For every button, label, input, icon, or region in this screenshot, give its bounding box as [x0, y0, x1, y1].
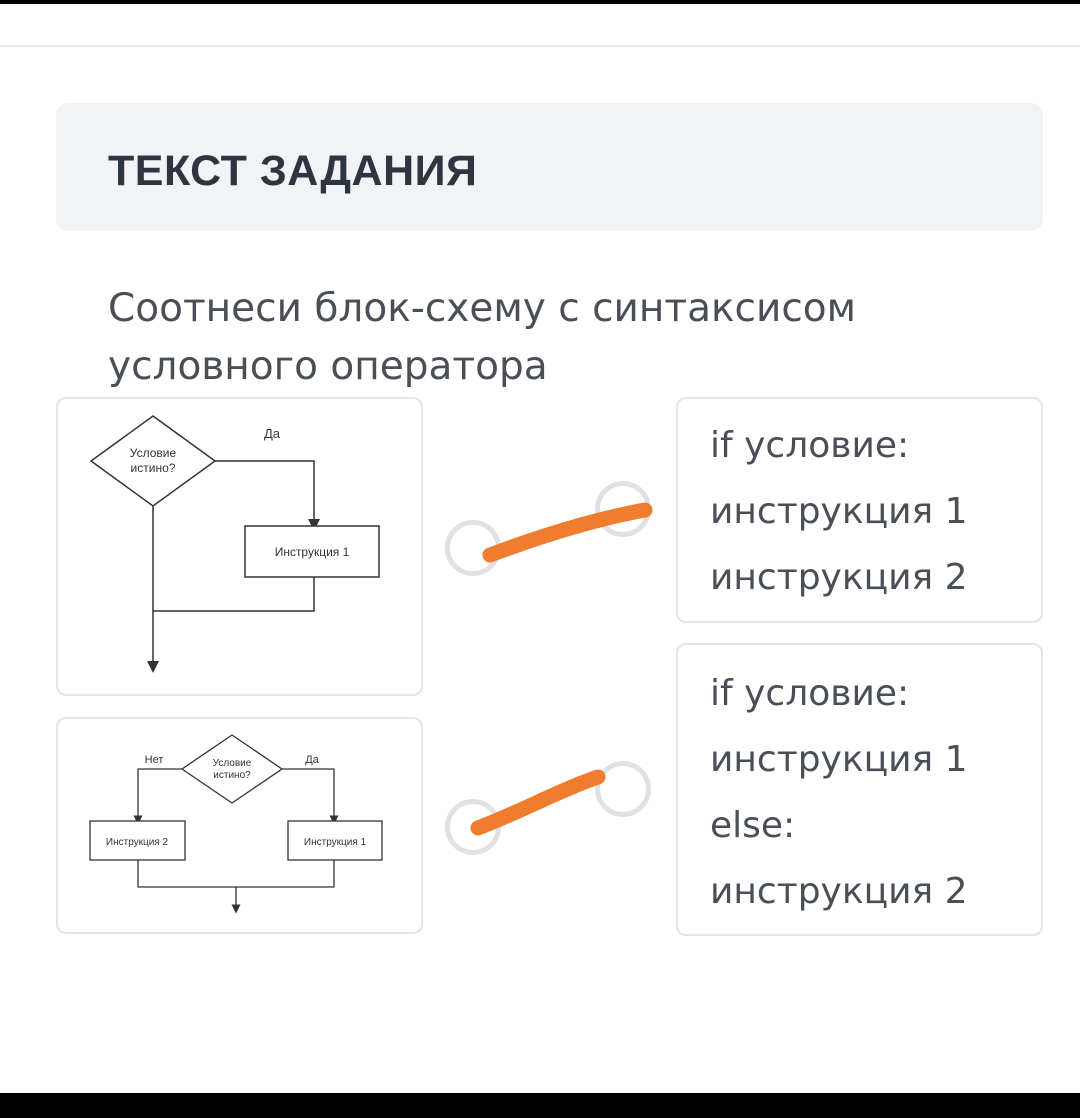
- right-connector-1[interactable]: [595, 481, 651, 537]
- top-status-bar: [0, 0, 1080, 4]
- fc2-instruction1-box: [287, 820, 383, 861]
- answer-2-line-2: инструкция 1: [710, 739, 968, 780]
- task-header: ТЕКСТ ЗАДАНИЯ: [56, 103, 1043, 231]
- flowchart-if-diagram: Условие истино? Да Инструкция 1: [89, 415, 380, 673]
- fc2-condition-line1: Условие: [213, 758, 252, 769]
- fc2-condition-diamond: [180, 734, 284, 804]
- fc2-yes-label: Да: [305, 754, 319, 766]
- answer-card-2[interactable]: if условие: инструкция 1 else: инструкци…: [676, 643, 1043, 936]
- answer-1-line-3: инструкция 2: [710, 557, 968, 598]
- answer-1-line-2: инструкция 1: [710, 491, 968, 532]
- answer-1-line-1: if условие:: [710, 425, 910, 466]
- task-header-title: ТЕКСТ ЗАДАНИЯ: [108, 147, 478, 195]
- left-connector-1[interactable]: [445, 520, 501, 576]
- fc1-instruction-box: [244, 525, 380, 578]
- answer-2-line-4: инструкция 2: [710, 871, 968, 912]
- fc2-instruction2-box: [89, 820, 186, 861]
- fc2-merge-line: [137, 860, 335, 888]
- question-text: Соотнеси блок-схему с синтаксисом условн…: [108, 286, 857, 389]
- fc1-condition-line1: Условие: [130, 446, 177, 460]
- fc1-instruction-label: Инструкция 1: [275, 545, 350, 559]
- right-connector-2[interactable]: [595, 761, 651, 817]
- fc2-no-arrow: [133, 768, 182, 825]
- answer-card-2-text: if условие: инструкция 1 else: инструкци…: [710, 661, 968, 925]
- answer-card-1-text: if условие: инструкция 1 инструкция 2: [710, 413, 968, 611]
- answer-2-line-3: else:: [710, 805, 796, 846]
- fc1-yes-label: Да: [264, 426, 281, 441]
- fc2-yes-arrow: [282, 768, 339, 825]
- flowchart-if-else-diagram: Условие истино? Нет Да Инструкция 2 Инст…: [89, 734, 383, 914]
- fc1-condition-line2: истино?: [131, 461, 176, 475]
- left-connector-2[interactable]: [445, 799, 501, 855]
- flowchart-card-1[interactable]: Условие истино? Да Инструкция 1: [56, 397, 423, 696]
- answer-2-line-1: if условие:: [710, 673, 910, 714]
- bottom-navigation-bar: [0, 1093, 1080, 1118]
- fc2-condition-line2: истино?: [213, 770, 251, 781]
- flowchart-card-2[interactable]: Условие истино? Нет Да Инструкция 2 Инст…: [56, 717, 423, 934]
- answer-card-1[interactable]: if условие: инструкция 1 инструкция 2: [676, 397, 1043, 623]
- fc2-no-label: Нет: [145, 754, 164, 766]
- top-divider: [0, 45, 1080, 47]
- fc2-instruction1-label: Инструкция 1: [304, 837, 367, 848]
- fc1-yes-arrow: [215, 460, 320, 531]
- fc2-instruction2-label: Инструкция 2: [106, 837, 169, 848]
- fc1-merge-line: [153, 577, 315, 612]
